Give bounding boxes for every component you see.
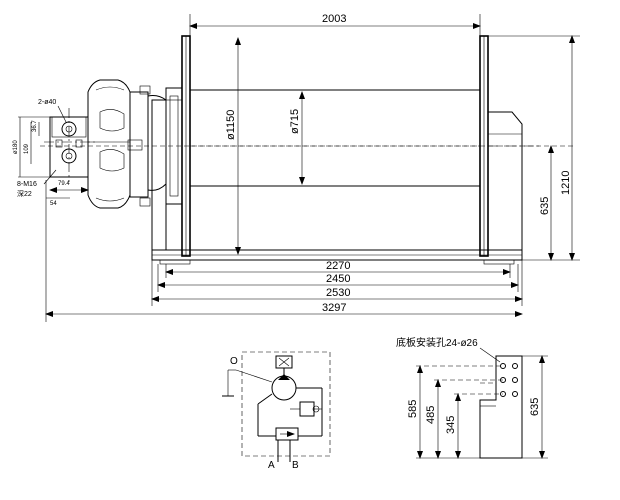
dim-flange-dia: ø1150 (225, 37, 241, 255)
overall-length-label: 3297 (322, 302, 346, 314)
base-outer-length-label: 2530 (326, 287, 350, 299)
port-holes-label: 2-ø40 (38, 99, 56, 106)
dim-c-label: 109 (24, 143, 30, 154)
port-b-label: B (292, 460, 299, 471)
center-height-label: 635 (539, 197, 551, 215)
gearbox-housing (87, 79, 167, 209)
flange-dia-label: ø1150 (225, 110, 237, 140)
drum-dia-label: ø715 (289, 109, 301, 134)
height-345-label: 345 (445, 416, 457, 434)
port-o-label: O (230, 356, 238, 367)
hydraulic-schematic: O A B (222, 351, 331, 471)
dim-heights: 635 1210 (488, 35, 580, 261)
bolt-holes-label: 8-M16 (17, 181, 37, 188)
left-support-frame (151, 99, 182, 251)
dim-drum-length: 2003 (189, 13, 481, 36)
motor-flange-plate (44, 108, 96, 182)
base-mid-length-label: 2450 (326, 273, 350, 285)
dim-a-label: 36.7 (32, 120, 38, 132)
dim-base-lengths: 2270 2450 2530 3297 (45, 180, 523, 322)
drum-length-label: 2003 (322, 13, 346, 25)
base-inner-length-label: 2270 (326, 260, 350, 272)
motor-flange-dims: 2-ø40 36.7 ø180 109 8-M16 深22 79.4 54 (13, 99, 89, 207)
right-bearing-support (487, 111, 540, 251)
port-a-label: A (268, 460, 275, 471)
mounting-holes-label: 底板安装孔24-ø26 (396, 336, 478, 349)
height-635-label: 635 (529, 398, 541, 416)
depth-label: 深22 (17, 189, 32, 198)
base-side-view: 底板安装孔24-ø26 585 485 345 635 (396, 336, 548, 459)
dim-drum-dia: ø715 (289, 91, 305, 185)
dim-e-label: 54 (50, 201, 57, 207)
dim-b-label: ø180 (13, 140, 19, 154)
main-view: 2003 ø1150 ø715 635 1210 2270 (13, 13, 580, 322)
base-frame (151, 249, 523, 265)
mounting-holes (500, 363, 518, 397)
total-height-label: 1210 (560, 171, 572, 195)
height-585-label: 585 (407, 400, 419, 418)
dim-d-label: 79.4 (58, 181, 70, 187)
height-485-label: 485 (425, 406, 437, 424)
